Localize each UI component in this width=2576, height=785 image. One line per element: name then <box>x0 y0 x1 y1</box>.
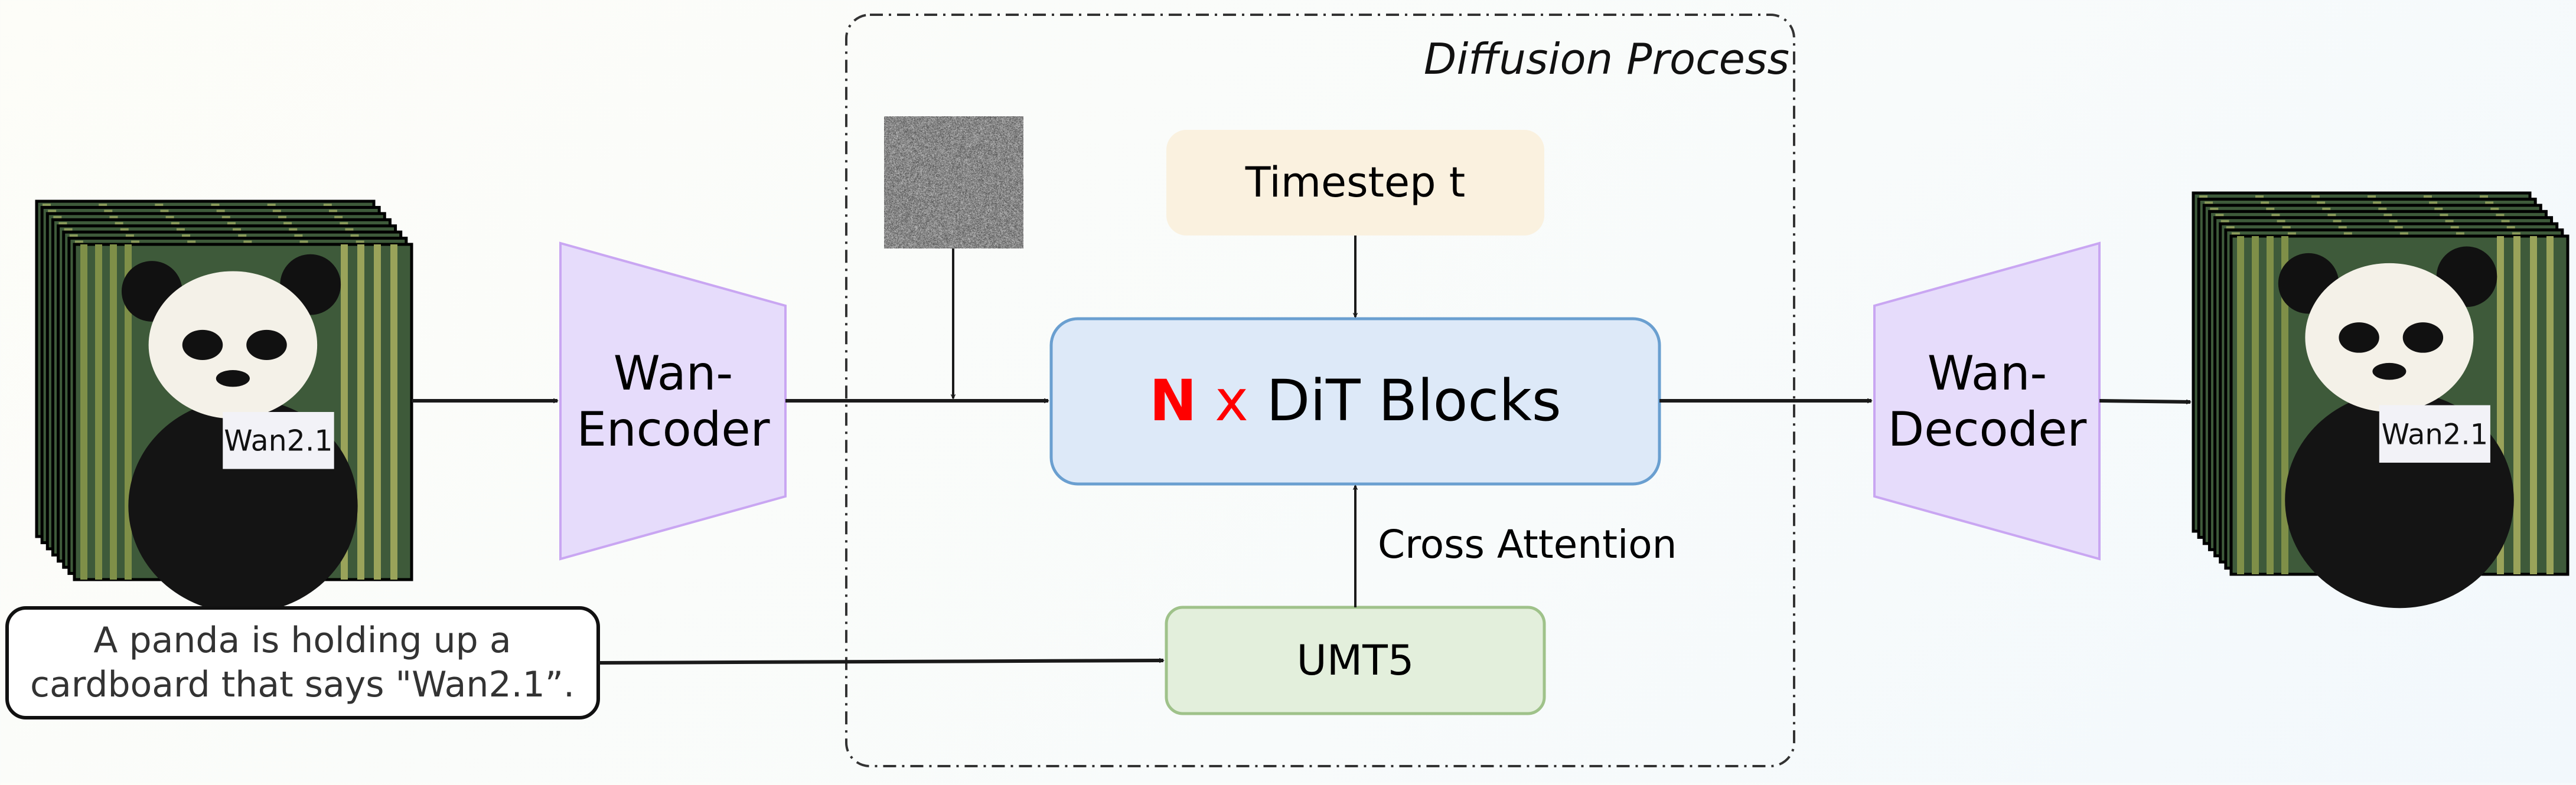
dit-multiplier-n: N <box>1149 368 1196 434</box>
wan-decoder-label-1: Wan- <box>1928 346 2047 401</box>
arrow-decoder-to-video <box>2099 401 2190 402</box>
diffusion-process-label: Diffusion Process <box>1424 34 1789 84</box>
wan-decoder-shape <box>1874 243 2099 559</box>
dit-times-symbol: x <box>1215 368 1248 434</box>
sign-text: Wan2.1 <box>224 424 332 457</box>
wan-encoder-label-1: Wan- <box>614 346 733 401</box>
panda-head <box>2305 263 2473 412</box>
output-video-frames: Wan2.1 <box>2193 193 2568 608</box>
arrow-prompt-to-umt5 <box>598 660 1163 663</box>
gaussian-noise-image <box>884 116 1023 248</box>
cross-attention-label: Cross Attention <box>1378 522 1677 567</box>
prompt-text-line1: A panda is holding up a <box>93 620 511 661</box>
timestep-label: Timestep t <box>1245 158 1465 207</box>
umt5-label: UMT5 <box>1297 636 1414 685</box>
input-video-frames: Wan2.1 <box>37 201 412 613</box>
prompt-text-line2: cardboard that says "Wan2.1”. <box>30 664 575 705</box>
sign-text: Wan2.1 <box>2382 418 2489 451</box>
dit-blocks-label: N x DiT Blocks <box>1149 368 1561 434</box>
panda-head <box>149 271 318 418</box>
dit-label-text: DiT Blocks <box>1266 368 1561 434</box>
wan-encoder-shape <box>560 243 785 559</box>
wan-encoder-label-2: Encoder <box>576 402 769 457</box>
wan-decoder-label-2: Decoder <box>1888 402 2087 457</box>
